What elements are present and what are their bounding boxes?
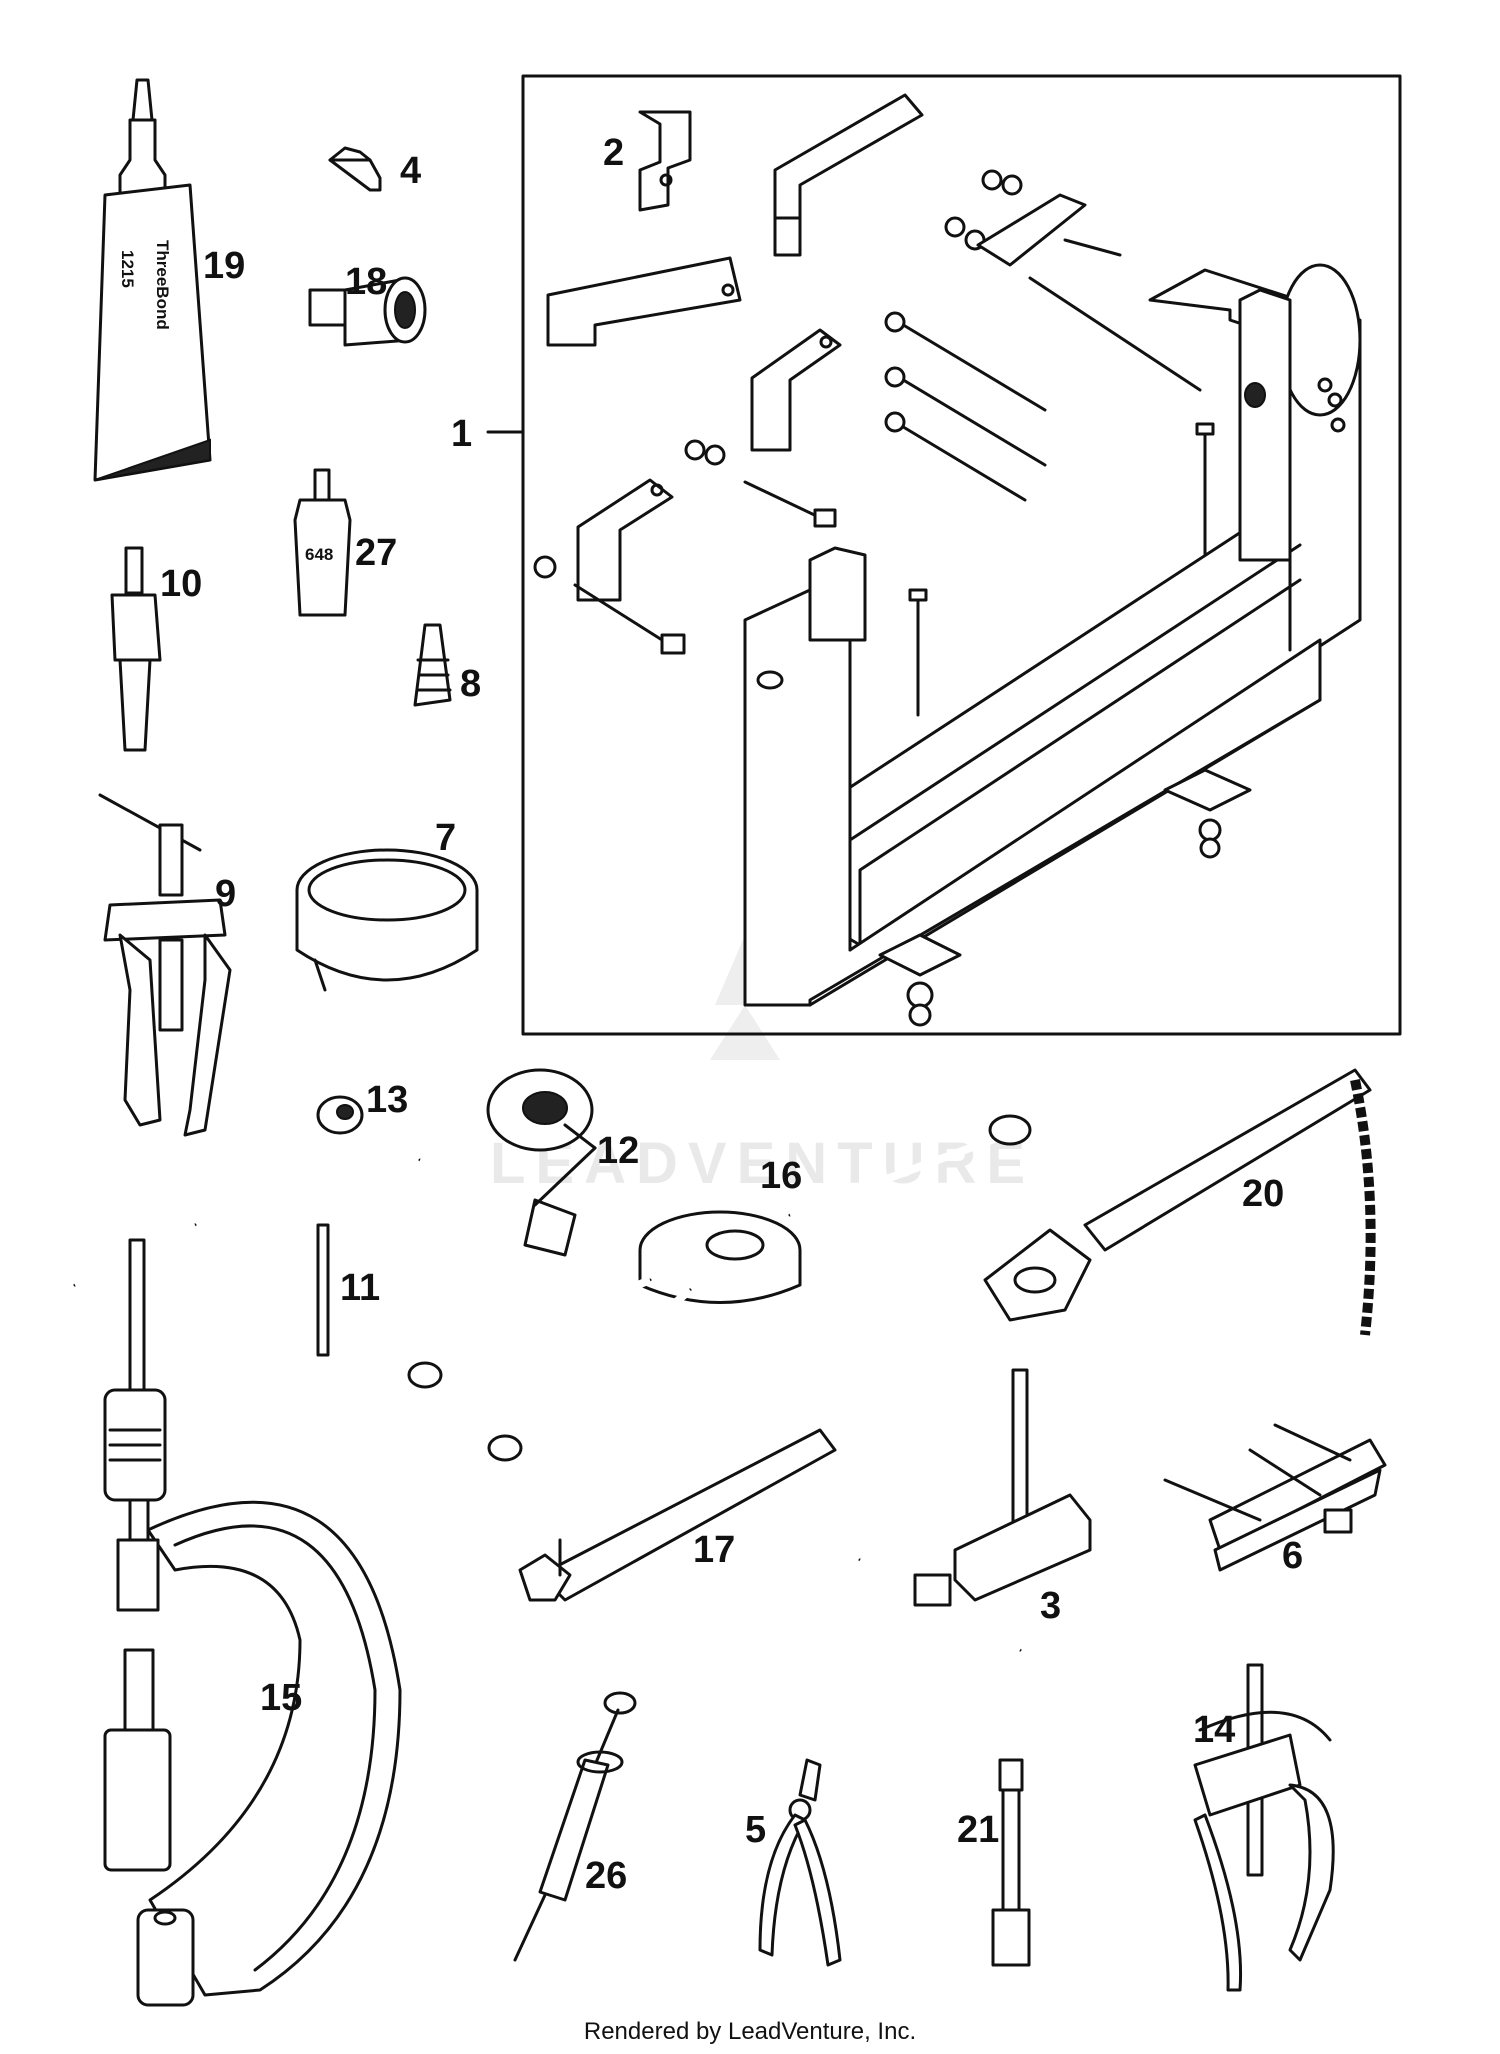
label-13: 13 (366, 1079, 408, 1121)
label-15: 15 (260, 1677, 302, 1719)
label-27: 27 (355, 532, 397, 574)
part-2-bracket[interactable] (638, 110, 692, 212)
label-19: 19 (203, 245, 245, 287)
part-27-threadlocker-bottle[interactable]: 648 (293, 468, 352, 617)
part-8-brush[interactable] (413, 623, 452, 707)
part-17-wrench[interactable] (518, 1428, 837, 1602)
label-11: 11 (340, 1267, 380, 1309)
label-21: 21 (957, 1809, 999, 1851)
part-15-valve-spring-compressor[interactable] (73, 1221, 402, 2007)
label-20: 20 (1242, 1173, 1284, 1215)
label-16: 16 (760, 1155, 802, 1197)
tube-text-number: 1215 (118, 250, 137, 288)
part-9-jaw-puller[interactable] (98, 793, 232, 1137)
label-9: 9 (215, 873, 236, 915)
label-3: 3 (1040, 1585, 1061, 1627)
part-10-puller[interactable] (110, 546, 162, 752)
label-26: 26 (585, 1855, 627, 1897)
part-16-holding-tool[interactable] (407, 1114, 1032, 1462)
part-4-nozzle[interactable] (328, 146, 382, 192)
part-13-nut[interactable] (316, 1095, 364, 1135)
label-17: 17 (693, 1529, 735, 1571)
part-number-labels: 1 2 3 4 5 6 7 8 9 10 11 12 13 14 15 16 1… (160, 132, 1303, 1897)
part-19-sealant-tube[interactable]: ThreeBond 1215 (93, 78, 212, 482)
bottle-text: 648 (305, 545, 333, 564)
label-8: 8 (460, 663, 481, 705)
part-6-holder[interactable] (1163, 1423, 1387, 1572)
label-7: 7 (435, 817, 456, 859)
part-21-driver[interactable] (991, 1758, 1031, 1967)
label-6: 6 (1282, 1535, 1303, 1577)
part-20-chain-wrench[interactable] (983, 1068, 1376, 1336)
label-1: 1 (451, 413, 472, 455)
tube-text-brand: ThreeBond (153, 240, 172, 330)
label-2: 2 (603, 132, 624, 174)
part-11-pin[interactable] (316, 1223, 330, 1357)
label-14: 14 (1193, 1709, 1235, 1751)
label-10: 10 (160, 563, 202, 605)
part-1-engine-stand[interactable] (486, 74, 1402, 1036)
part-18-adapter[interactable] (308, 276, 427, 347)
part-26-syringe[interactable] (513, 1691, 637, 1962)
part-14-three-jaw-puller[interactable] (1193, 1663, 1335, 1992)
part-3-chain-breaker[interactable] (858, 1368, 1092, 1653)
label-12: 12 (597, 1130, 639, 1172)
part-5-pliers[interactable] (758, 1758, 842, 1967)
label-5: 5 (745, 1809, 766, 1851)
footer-credit: Rendered by LeadVenture, Inc. (583, 2018, 917, 2045)
part-7-ring[interactable] (295, 848, 479, 992)
label-18: 18 (345, 261, 387, 303)
part-12-bearing-bolt[interactable] (418, 1068, 597, 1257)
label-4: 4 (400, 150, 421, 192)
